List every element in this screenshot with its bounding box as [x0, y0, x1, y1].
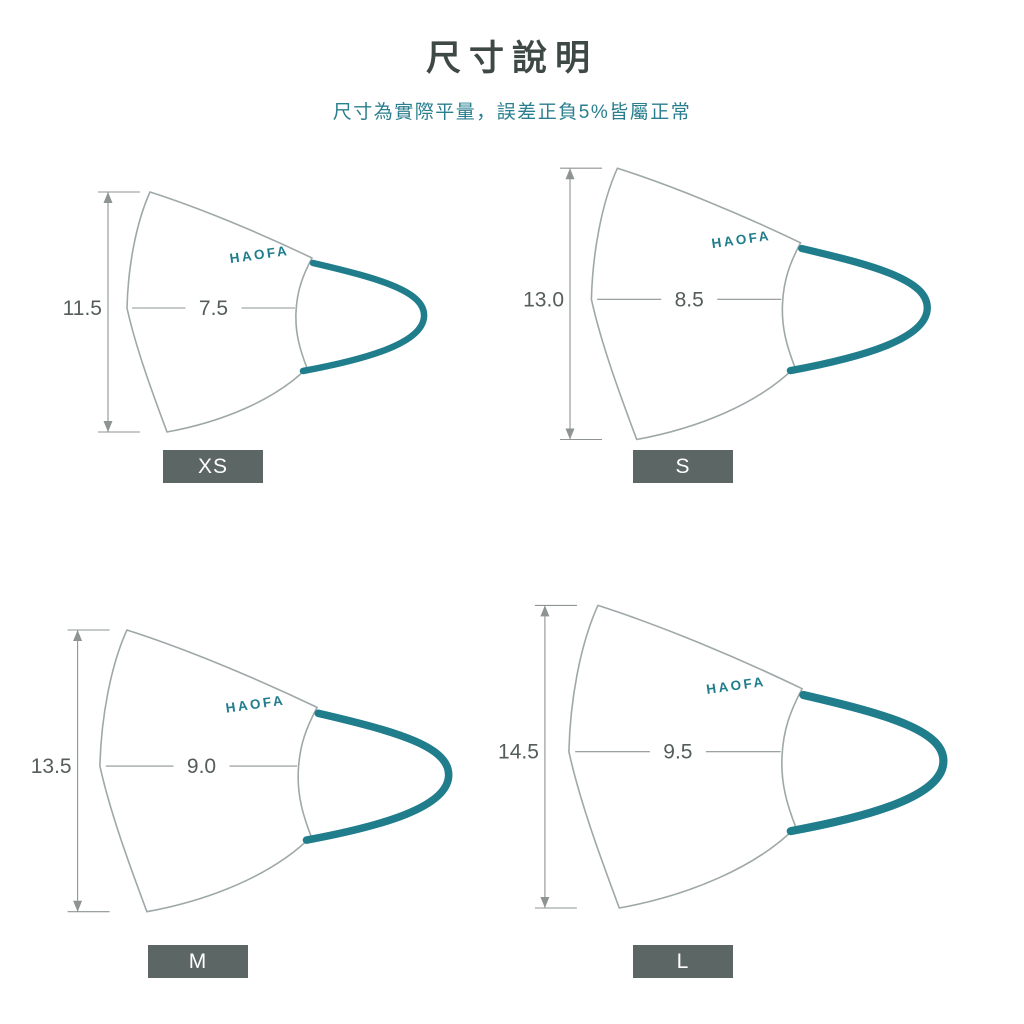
height-value: 13.5 [31, 755, 72, 778]
width-value: 9.0 [187, 755, 216, 778]
size-label-s: S [633, 450, 733, 483]
width-value: 7.5 [199, 297, 228, 320]
ear-loop [302, 709, 453, 844]
mask-outline [126, 191, 313, 433]
mask-outline [99, 629, 318, 913]
height-arrow-bottom [565, 428, 575, 440]
size-label-text: L [676, 949, 690, 973]
width-value: 8.5 [675, 288, 704, 311]
page-title: 尺寸說明 [425, 39, 598, 78]
height-arrow-top [540, 605, 550, 617]
ear-loop [786, 244, 931, 375]
height-arrow-bottom [103, 421, 113, 432]
page-subtitle: 尺寸為實際平量，誤差正負5%皆屬正常 [332, 102, 692, 123]
size-label-m: M [148, 945, 248, 978]
ear-loop [786, 690, 948, 836]
size-label-l: L [633, 945, 733, 978]
height-arrow-bottom [73, 900, 83, 912]
width-value: 9.5 [663, 741, 692, 764]
mask-outline [590, 167, 802, 441]
size-label-text: S [675, 454, 691, 478]
mask-outline [568, 604, 803, 909]
size-label-text: M [188, 949, 208, 973]
height-arrow-bottom [540, 897, 550, 908]
height-value: 14.5 [498, 741, 539, 764]
size-label-xs: XS [163, 450, 263, 483]
height-arrow-top [565, 168, 575, 180]
height-arrow-top [73, 630, 83, 641]
height-value: 13.0 [523, 288, 564, 311]
size-label-text: XS [197, 454, 228, 478]
height-value: 11.5 [63, 297, 102, 320]
ear-loop [299, 259, 428, 375]
height-arrow-top [103, 192, 113, 203]
